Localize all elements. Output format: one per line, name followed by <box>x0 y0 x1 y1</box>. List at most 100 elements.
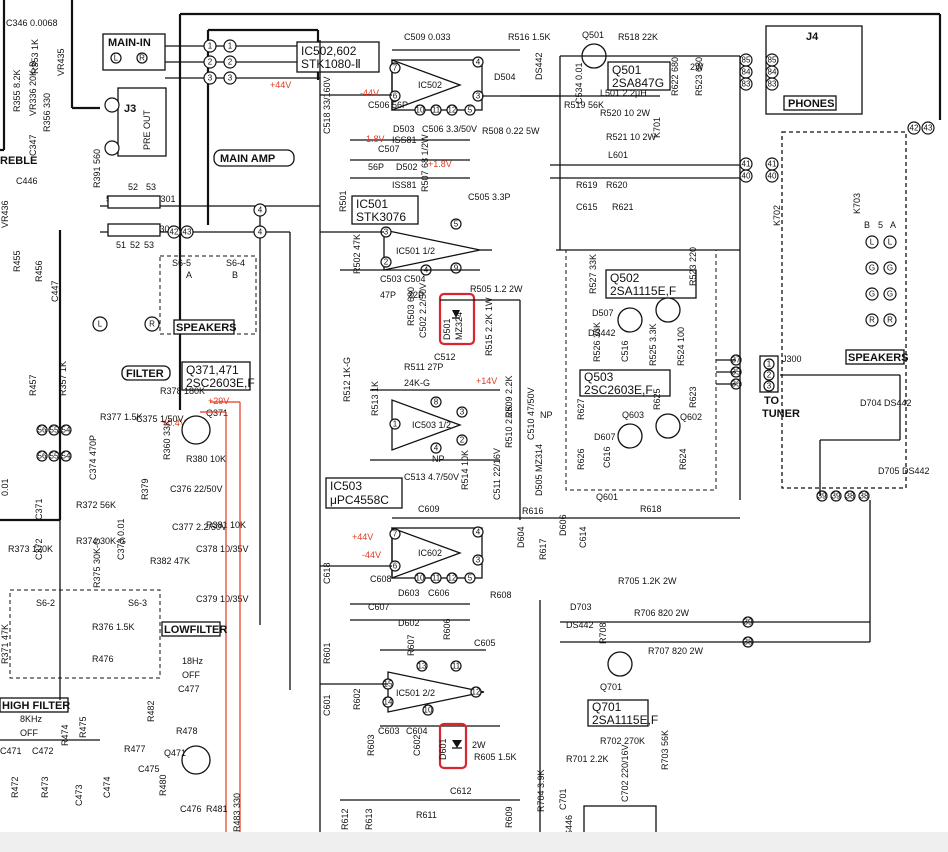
svg-text:R606: R606 <box>442 618 452 640</box>
svg-text:IC501: IC501 <box>356 197 388 211</box>
svg-text:35: 35 <box>732 368 741 377</box>
svg-text:D704 DS442: D704 DS442 <box>860 398 912 408</box>
svg-text:D507: D507 <box>592 308 614 318</box>
svg-text:B: B <box>864 220 870 230</box>
svg-text:C376 22/50V: C376 22/50V <box>170 484 223 494</box>
svg-text:R623: R623 <box>688 386 698 408</box>
frame-lines <box>0 0 942 690</box>
svg-text:36: 36 <box>732 380 741 389</box>
svg-text:55: 55 <box>50 426 59 435</box>
svg-text:3: 3 <box>384 228 389 237</box>
svg-text:R703 56K: R703 56K <box>660 730 670 770</box>
svg-text:STK1080-Ⅱ: STK1080-Ⅱ <box>301 57 361 71</box>
svg-text:OFF: OFF <box>20 728 38 738</box>
svg-text:D705 DS442: D705 DS442 <box>878 466 930 476</box>
main-in-label: MAIN-IN <box>108 37 151 49</box>
svg-text:L: L <box>98 320 103 329</box>
svg-text:R478: R478 <box>176 726 198 736</box>
svg-text:C447: C447 <box>50 280 60 302</box>
svg-text:R603: R603 <box>366 734 376 756</box>
svg-text:Q371: Q371 <box>206 408 228 418</box>
svg-text:C612: C612 <box>450 786 472 796</box>
ic501-2-amp: IC501 2/2 13 11 15 14 12 10 R606 R607 C6… <box>320 618 520 830</box>
svg-text:+1.8V: +1.8V <box>428 159 452 169</box>
svg-text:R521 10 2W: R521 10 2W <box>606 132 657 142</box>
svg-text:DS442: DS442 <box>534 52 544 80</box>
svg-text:13: 13 <box>418 662 427 671</box>
svg-text:40: 40 <box>768 172 777 181</box>
svg-text:56: 56 <box>38 426 47 435</box>
svg-text:R524 100: R524 100 <box>676 327 686 366</box>
svg-text:+29V: +29V <box>208 396 229 406</box>
svg-text:3: 3 <box>767 382 772 391</box>
svg-text:R705 1.2K 2W: R705 1.2K 2W <box>618 576 677 586</box>
svg-text:R379: R379 <box>140 478 150 500</box>
svg-text:R482: R482 <box>146 700 156 722</box>
svg-text:R360 33K: R360 33K <box>162 420 172 460</box>
svg-text:L: L <box>114 54 119 63</box>
svg-text:2: 2 <box>208 58 213 67</box>
svg-text:3: 3 <box>476 92 481 101</box>
svg-text:R: R <box>139 54 145 63</box>
svg-text:R627: R627 <box>576 398 586 420</box>
svg-text:R523 680: R523 680 <box>694 57 704 96</box>
svg-text:38: 38 <box>860 492 869 501</box>
svg-text:IC503: IC503 <box>330 479 362 493</box>
svg-text:42: 42 <box>170 228 179 237</box>
svg-text:12: 12 <box>472 688 481 697</box>
svg-text:Q371,471: Q371,471 <box>186 363 239 377</box>
svg-text:5: 5 <box>468 106 473 115</box>
svg-text:R371 47K: R371 47K <box>0 624 10 664</box>
svg-text:R612: R612 <box>340 808 350 830</box>
svg-text:2: 2 <box>767 371 772 380</box>
svg-text:R477: R477 <box>124 744 146 754</box>
svg-text:C607: C607 <box>368 602 390 612</box>
svg-text:D504: D504 <box>494 72 516 82</box>
svg-text:Q602: Q602 <box>680 412 702 422</box>
svg-text:R372 56K: R372 56K <box>76 500 116 510</box>
svg-text:C509 0.033: C509 0.033 <box>404 32 451 42</box>
svg-text:C446: C446 <box>16 176 38 186</box>
svg-text:μPC4558C: μPC4558C <box>330 493 389 507</box>
svg-text:L: L <box>888 238 893 247</box>
svg-text:47P: 47P <box>380 290 396 300</box>
svg-text:DS442: DS442 <box>566 620 594 630</box>
svg-text:R617: R617 <box>538 538 548 560</box>
svg-text:D501: D501 <box>442 318 452 340</box>
svg-text:C474: C474 <box>102 776 112 798</box>
svg-text:11: 11 <box>432 106 441 115</box>
svg-text:K702: K702 <box>772 205 782 226</box>
svg-text:J3: J3 <box>124 103 136 115</box>
svg-text:G: G <box>887 290 893 299</box>
svg-text:K701: K701 <box>652 117 662 138</box>
svg-text:R613: R613 <box>364 808 374 830</box>
svg-text:D603: D603 <box>398 588 420 598</box>
svg-text:2: 2 <box>460 436 465 445</box>
svg-text:C372: C372 <box>34 538 44 560</box>
svg-text:24K-G: 24K-G <box>404 378 430 388</box>
svg-text:4: 4 <box>258 206 263 215</box>
ic602-amp: IC602 7 6 10 11 12 5 4 3 +44V -44V C609 … <box>320 492 662 628</box>
svg-text:R704 3.9K: R704 3.9K <box>536 769 546 812</box>
svg-text:C476: C476 <box>180 804 202 814</box>
svg-text:54: 54 <box>62 452 71 461</box>
svg-text:C511 22/16V: C511 22/16V <box>492 448 502 500</box>
svg-text:R: R <box>869 316 875 325</box>
svg-text:R605 1.5K: R605 1.5K <box>474 752 517 762</box>
svg-text:R480: R480 <box>158 774 168 796</box>
svg-text:R622 680: R622 680 <box>670 57 680 96</box>
svg-text:R357 1K: R357 1K <box>58 361 68 396</box>
svg-text:C614: C614 <box>578 526 588 548</box>
pre-out-label: PRE OUT <box>142 109 152 150</box>
connecting-wires <box>59 40 901 832</box>
svg-text:1.8V: 1.8V <box>366 134 385 144</box>
speakers-label: SPEAKERS <box>176 322 237 334</box>
svg-text:C507: C507 <box>378 144 400 154</box>
svg-text:G: G <box>887 264 893 273</box>
svg-text:C373 0.01: C373 0.01 <box>116 518 126 560</box>
svg-text:2SA847G: 2SA847G <box>612 76 664 90</box>
svg-text:VR336 20K-B: VR336 20K-B <box>28 61 38 116</box>
svg-text:3: 3 <box>208 74 213 83</box>
d501-highlight-box <box>438 292 476 346</box>
svg-text:C502 2.2/50V: C502 2.2/50V <box>418 283 428 338</box>
